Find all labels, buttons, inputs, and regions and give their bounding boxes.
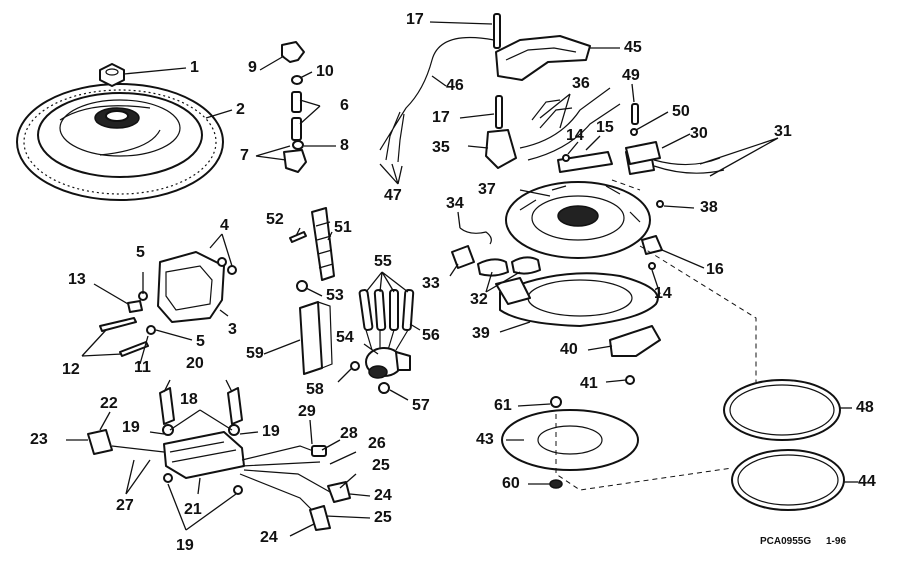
leader-lines [66,21,858,537]
callout-25b: 25 [374,509,392,526]
callout-9: 9 [248,59,257,76]
date-code: 1-96 [826,536,847,547]
callout-46: 46 [446,77,464,94]
callout-50: 50 [672,103,690,120]
rectifier-assembly [350,288,415,394]
callout-13: 13 [68,271,86,288]
flywheel-nut [99,63,125,87]
plug-lead-parts [281,41,307,173]
callout-41: 41 [580,375,598,392]
part-code: PCA0955G [760,536,812,547]
lower-plate [501,375,639,489]
timer-base-and-wiring [379,13,621,169]
callout-44: 44 [858,473,876,490]
callout-10: 10 [316,63,334,80]
callout-49: 49 [622,67,640,84]
flywheel [16,83,224,201]
callout-4: 4 [220,217,229,234]
callout-45: 45 [624,39,642,56]
callout-38: 38 [700,199,718,216]
callout-59: 59 [246,345,264,362]
misc-hardware [531,99,664,270]
callout-48: 48 [856,399,874,416]
callout-7: 7 [240,147,249,164]
callout-25a: 25 [372,457,390,474]
callout-51: 51 [334,219,352,236]
callout-12: 12 [62,361,80,378]
callout-56: 56 [422,327,440,344]
callout-22: 22 [100,395,118,412]
power-pack [87,387,351,531]
callout-47: 47 [384,187,402,204]
callout-5a: 5 [136,244,145,261]
callout-16: 16 [706,261,724,278]
callout-24a: 24 [374,487,392,504]
callout-43: 43 [476,431,494,448]
ignition-module [99,251,237,357]
callout-24b: 24 [260,529,278,546]
sensor-and-clips [451,227,541,277]
callout-28: 28 [340,425,358,442]
rings [723,379,845,511]
callout-35: 35 [432,139,450,156]
callout-1: 1 [190,59,199,76]
callout-11: 11 [134,359,151,376]
callout-19a: 19 [122,419,140,436]
callout-37: 37 [478,181,496,198]
callout-58: 58 [306,381,324,398]
terminal-block [289,207,335,375]
callout-53: 53 [326,287,344,304]
callout-39: 39 [472,325,490,342]
callout-8: 8 [340,137,349,154]
callout-27: 27 [116,497,134,514]
callout-2: 2 [236,101,245,118]
callout-6: 6 [340,97,349,114]
callout-36: 36 [572,75,590,92]
callout-15: 15 [596,119,614,136]
callout-54: 54 [336,329,354,346]
callout-52: 52 [266,211,284,228]
callout-17b: 17 [432,109,450,126]
callout-23: 23 [30,431,48,448]
callout-20: 20 [186,355,204,372]
callout-40: 40 [560,341,578,358]
callout-34: 34 [446,195,464,212]
callout-32: 32 [470,291,488,308]
armature-plate [505,147,725,259]
callout-55: 55 [374,253,392,270]
callout-61: 61 [494,397,512,414]
callout-33: 33 [422,275,440,292]
retainer-plate [495,272,659,327]
callout-30: 30 [690,125,708,142]
callout-60: 60 [502,475,520,492]
callout-19c: 19 [176,537,194,554]
segment [609,325,661,357]
callout-29: 29 [298,403,316,420]
callout-57: 57 [412,397,430,414]
callout-17a: 17 [406,11,424,28]
alignment-lines [555,179,757,491]
callout-31: 31 [774,123,792,140]
callout-14a: 14 [566,127,584,144]
callout-18: 18 [180,391,198,408]
callout-26: 26 [368,435,386,452]
callout-5b: 5 [196,333,205,350]
callout-19b: 19 [262,423,280,440]
callout-14b: 14 [654,285,672,302]
callout-3: 3 [228,321,237,338]
callout-21: 21 [184,501,202,518]
